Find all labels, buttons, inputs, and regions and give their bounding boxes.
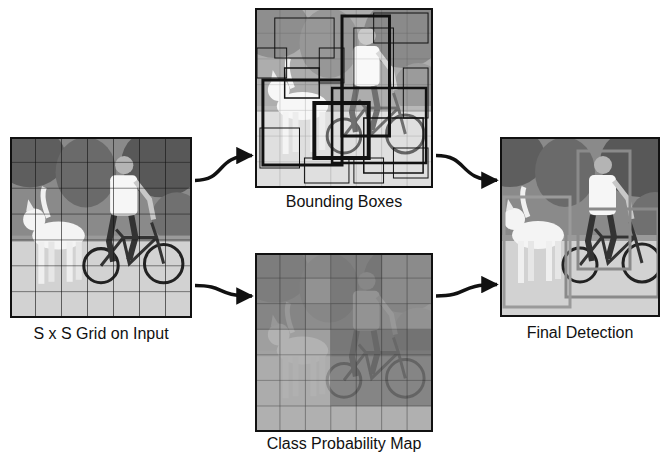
panel-caption: Bounding Boxes <box>217 193 471 211</box>
image-panel: S x S Grid on Input <box>10 137 192 318</box>
final-detection-image <box>475 127 671 317</box>
image-panel: Class Probability Map <box>255 253 433 432</box>
flow-arrow <box>436 156 497 181</box>
flow-arrow <box>195 156 252 181</box>
panel-caption: S x S Grid on Input <box>0 325 230 343</box>
flow-arrow <box>195 285 252 296</box>
class-probability-image <box>240 243 443 432</box>
image-panel: Final Detection <box>500 137 660 317</box>
panel-caption: Class Probability Map <box>217 435 471 453</box>
panel-caption: Final Detection <box>462 324 671 342</box>
input-image <box>0 127 202 318</box>
image-panel: Bounding Boxes <box>255 8 433 188</box>
flow-arrow <box>436 285 497 296</box>
bounding-boxes-image <box>240 0 443 188</box>
